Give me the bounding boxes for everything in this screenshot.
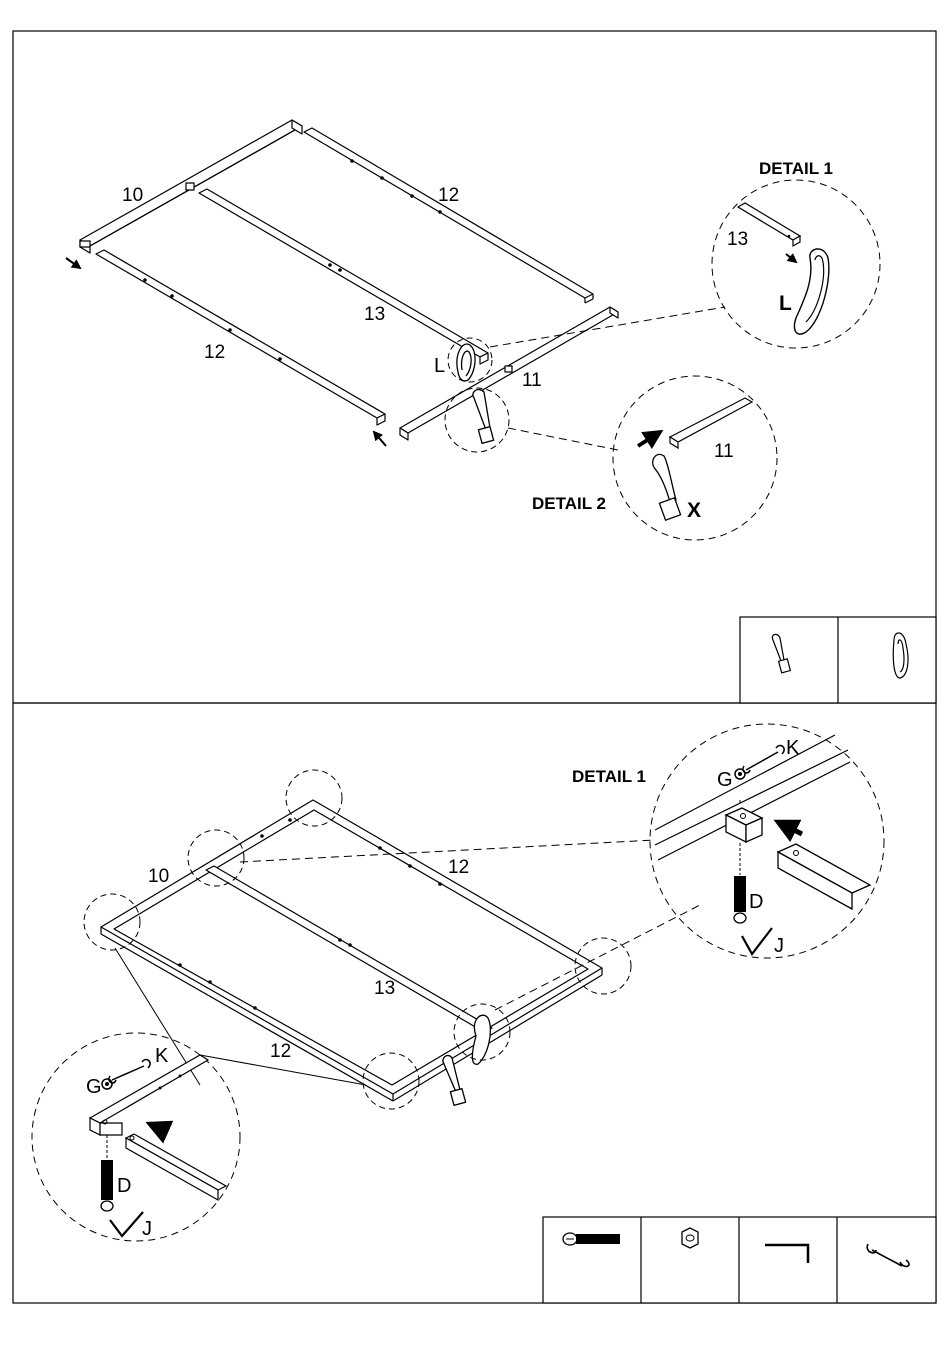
detail-1-bottom-label-j: J: [774, 935, 784, 957]
allen-key-icon: [742, 928, 772, 954]
detail-left-label-j: J: [142, 1218, 152, 1240]
label-strap-l-top: L: [434, 355, 445, 377]
detail-2-label-x: X: [687, 499, 701, 522]
buckle-strap-x: [473, 390, 494, 444]
hardware-table-top: [740, 617, 936, 703]
hardware-table-bottom: [543, 1217, 936, 1303]
top-frame-drawing: [80, 120, 618, 443]
label-bar-12-front-top: 12: [204, 342, 225, 363]
bottom-frame-drawing: [101, 800, 602, 1105]
insert-arrow-icon: [374, 432, 386, 446]
detail-left-bottom: [32, 1033, 240, 1241]
label-bar-12-back-bottom: 12: [448, 857, 469, 878]
label-bar-12-back-top: 12: [438, 185, 459, 206]
detail-1-title-top: DETAIL 1: [759, 159, 833, 178]
label-bar-12-front-bottom: 12: [270, 1041, 291, 1062]
insert-arrow-icon: [66, 258, 80, 268]
strap-l: [457, 344, 475, 381]
allen-key-icon: [110, 1212, 143, 1236]
detail-1-label-13: 13: [727, 229, 748, 250]
bolt-icon: [734, 876, 746, 912]
detail-left-label-d: D: [117, 1175, 131, 1197]
step-panel-bottom: [13, 703, 936, 1303]
detail-1-bottom-label-k: K: [786, 737, 800, 759]
leader-line: [508, 428, 618, 450]
bolt-icon: [563, 1233, 620, 1245]
detail-1-bottom-label-g: G: [717, 769, 733, 791]
label-bar-10-top: 10: [122, 185, 143, 206]
label-bar-13-top: 13: [364, 304, 385, 325]
detail-1-title-bottom: DETAIL 1: [572, 767, 646, 786]
leader-line: [495, 905, 700, 1010]
detail-left-label-g: G: [86, 1076, 102, 1098]
nut-icon: [682, 1228, 698, 1248]
detail-2-label-11: 11: [714, 441, 734, 462]
detail-left-label-k: K: [155, 1045, 169, 1067]
buckle-strap-icon: [653, 454, 676, 502]
bolt-icon: [101, 1160, 113, 1200]
loop-strap-icon: [794, 249, 828, 334]
nut-icon: [102, 1079, 112, 1089]
wrench-icon: [109, 1060, 150, 1083]
wrench-icon: [743, 746, 784, 773]
label-bar-11-top: 11: [522, 370, 542, 391]
label-bar-13-bottom: 13: [374, 978, 395, 999]
detail-1-bottom-label-d: D: [749, 891, 763, 913]
detail-1-label-l: L: [779, 292, 792, 315]
detail-1-top: [712, 180, 880, 348]
detail-1-bottom: [650, 724, 884, 958]
label-bar-10-bottom: 10: [148, 866, 169, 887]
detail-2-title-top: DETAIL 2: [532, 494, 606, 513]
